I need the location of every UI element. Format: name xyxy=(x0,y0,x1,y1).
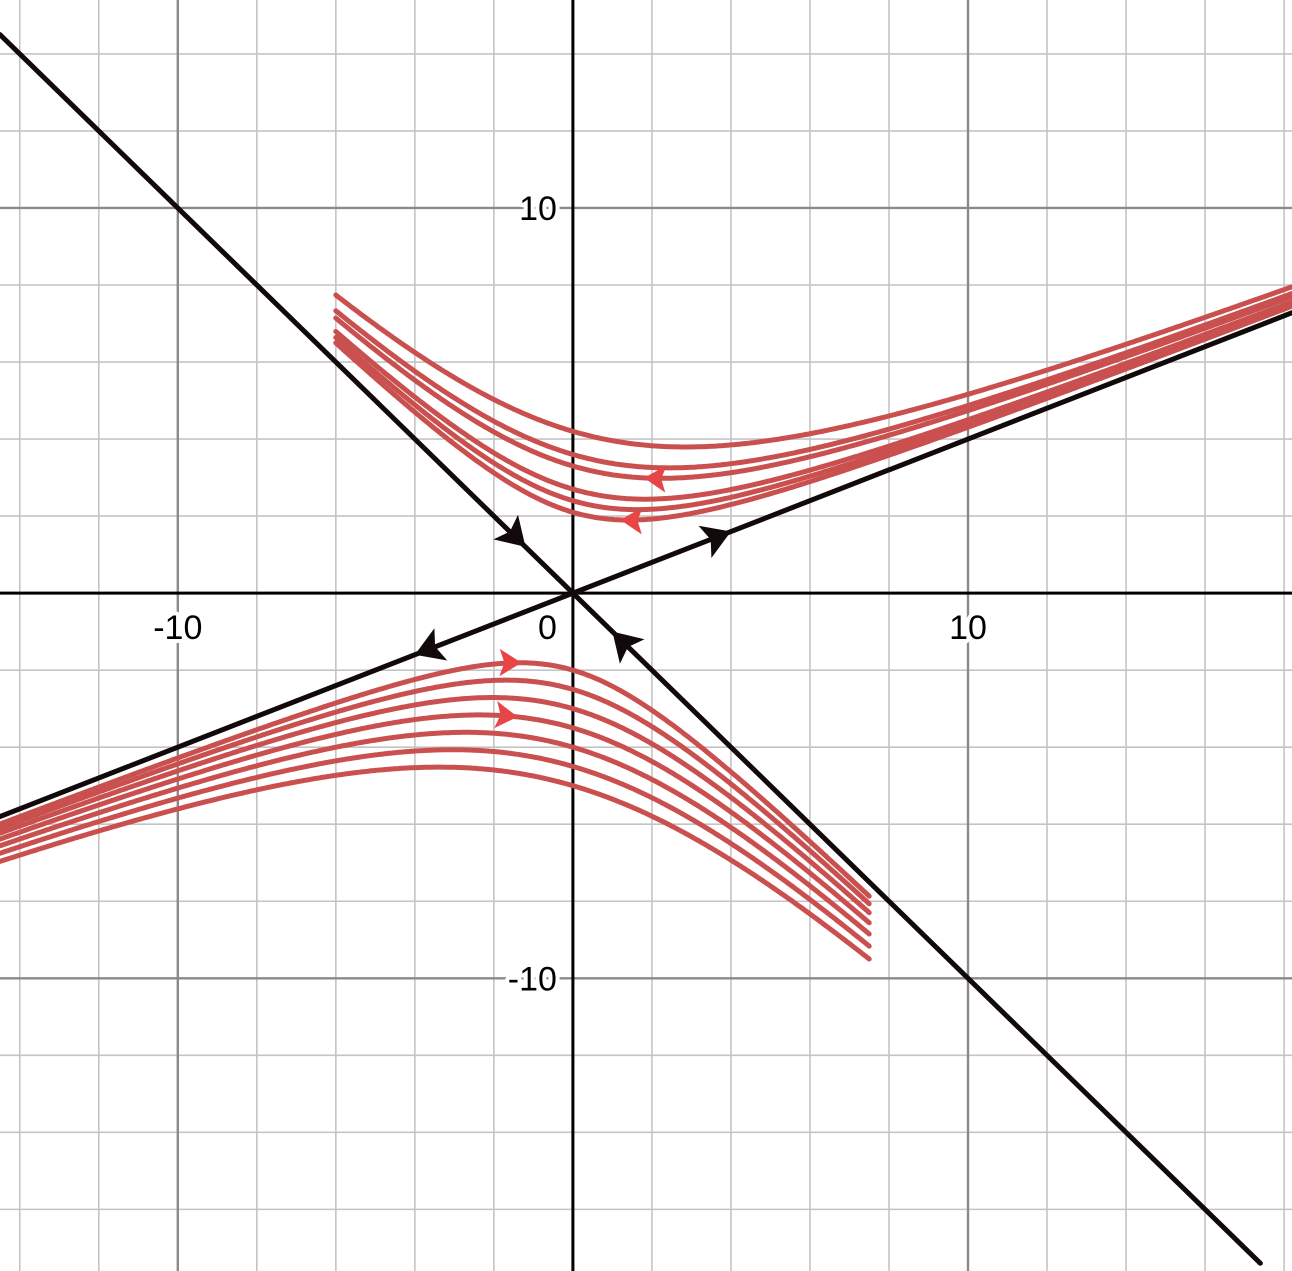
eigen-line xyxy=(0,310,1292,820)
trajectory-curve xyxy=(0,729,872,937)
trajectory-curve xyxy=(0,695,872,916)
trajectories xyxy=(0,284,1292,962)
trajectory-curve xyxy=(0,660,872,899)
trajectory-arrow-icon xyxy=(620,507,643,535)
y-tick-label-10: 10 xyxy=(519,190,557,228)
x-tick-label-10: 10 xyxy=(949,609,987,647)
x-tick-label-neg10: -10 xyxy=(153,609,202,647)
trajectory-curve xyxy=(333,291,1292,471)
trajectory-curve xyxy=(333,284,1292,450)
eigen-lines xyxy=(0,32,1292,1266)
origin-label: 0 xyxy=(538,609,557,647)
eigen-line-arrow-icon xyxy=(493,514,526,547)
eigen-line xyxy=(0,32,1263,1266)
trajectory-curve xyxy=(0,677,872,907)
trajectory-curve xyxy=(0,747,872,949)
eigen-line-arrow-icon xyxy=(612,631,645,664)
trajectory-arrow-icon xyxy=(499,648,522,677)
eigen-line-arrow-icon xyxy=(698,525,731,558)
trajectory-curve xyxy=(0,712,872,926)
trajectory-curve xyxy=(0,764,872,962)
trajectory-curve xyxy=(333,301,1292,513)
trajectory-curve xyxy=(333,299,1292,502)
trajectory-curve xyxy=(333,294,1292,481)
y-tick-label-neg10: -10 xyxy=(508,960,557,998)
trajectory-arrow-icon xyxy=(494,701,518,729)
tick-labels: -10 10 10 -10 0 xyxy=(149,186,991,1002)
trajectory-arrow-icon xyxy=(644,465,667,493)
eigen-line-arrow-icon xyxy=(414,628,448,661)
